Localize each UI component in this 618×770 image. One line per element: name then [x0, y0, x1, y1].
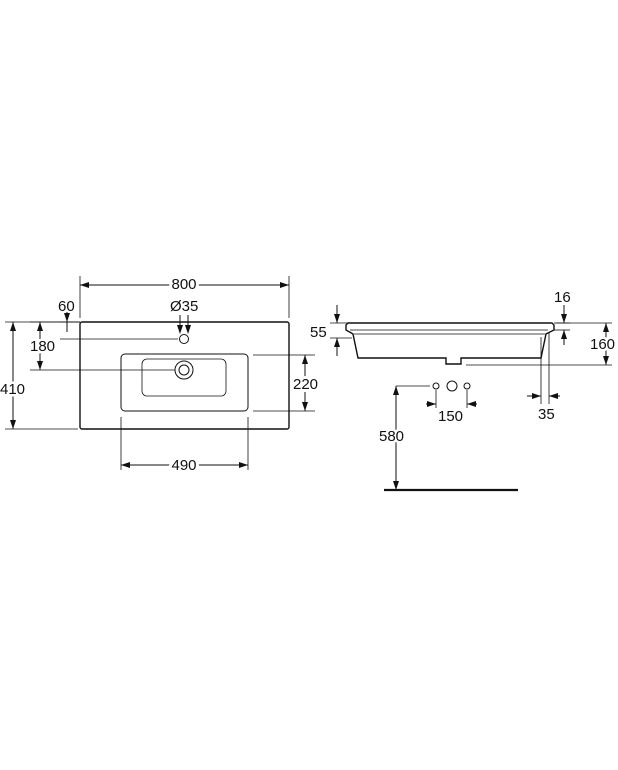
- drain-inner: [178, 364, 190, 376]
- outlet-right: [463, 382, 471, 390]
- rim-height-label: 55: [310, 324, 327, 341]
- outlets: 150: [396, 380, 477, 425]
- hole-offset-label: 60: [58, 298, 75, 315]
- rim-thickness-label: 16: [554, 289, 571, 306]
- dimension-bowl-depth: 220: [253, 354, 321, 412]
- dimension-rim-thickness: 16: [554, 289, 571, 345]
- dimension-basin-height: 160: [466, 322, 618, 366]
- hole-diameter-label: Ø35: [170, 298, 198, 315]
- edge-offset-label: 35: [538, 406, 555, 423]
- outlet-center: [446, 380, 458, 392]
- dimension-hole-depth: 180: [28, 321, 175, 371]
- tap-hole: [179, 334, 189, 344]
- dimension-edge-offset: 35: [527, 332, 560, 423]
- dimension-floor-height: 580: [377, 386, 518, 492]
- basin-outline-top: [79, 321, 290, 430]
- dimension-depth-total: 410: [0, 321, 80, 430]
- depth-total-label: 410: [0, 381, 25, 398]
- dimension-rim-height: 55: [310, 305, 352, 356]
- bowl-outline: [120, 353, 249, 412]
- hole-depth-label: 180: [30, 338, 55, 355]
- outlet-left: [432, 382, 440, 390]
- basin-height-label: 160: [590, 336, 615, 353]
- dimension-bowl-width: 490: [120, 417, 249, 477]
- basin-outline-side: [345, 322, 555, 365]
- dimension-hole-offset: 60: [58, 298, 178, 340]
- side-view: [345, 322, 555, 365]
- top-view: [79, 321, 290, 430]
- drain-outer: [174, 360, 194, 380]
- floor-height-label: 580: [379, 428, 404, 445]
- dimension-hole-diameter: Ø35: [170, 298, 198, 334]
- bowl-depth-label: 220: [293, 376, 318, 393]
- bowl-inner: [141, 358, 227, 397]
- bowl-width-label: 490: [171, 457, 196, 474]
- outlet-spacing-label: 150: [438, 408, 463, 425]
- width-total-label: 800: [171, 276, 196, 293]
- dimension-width-total: 800: [79, 273, 290, 318]
